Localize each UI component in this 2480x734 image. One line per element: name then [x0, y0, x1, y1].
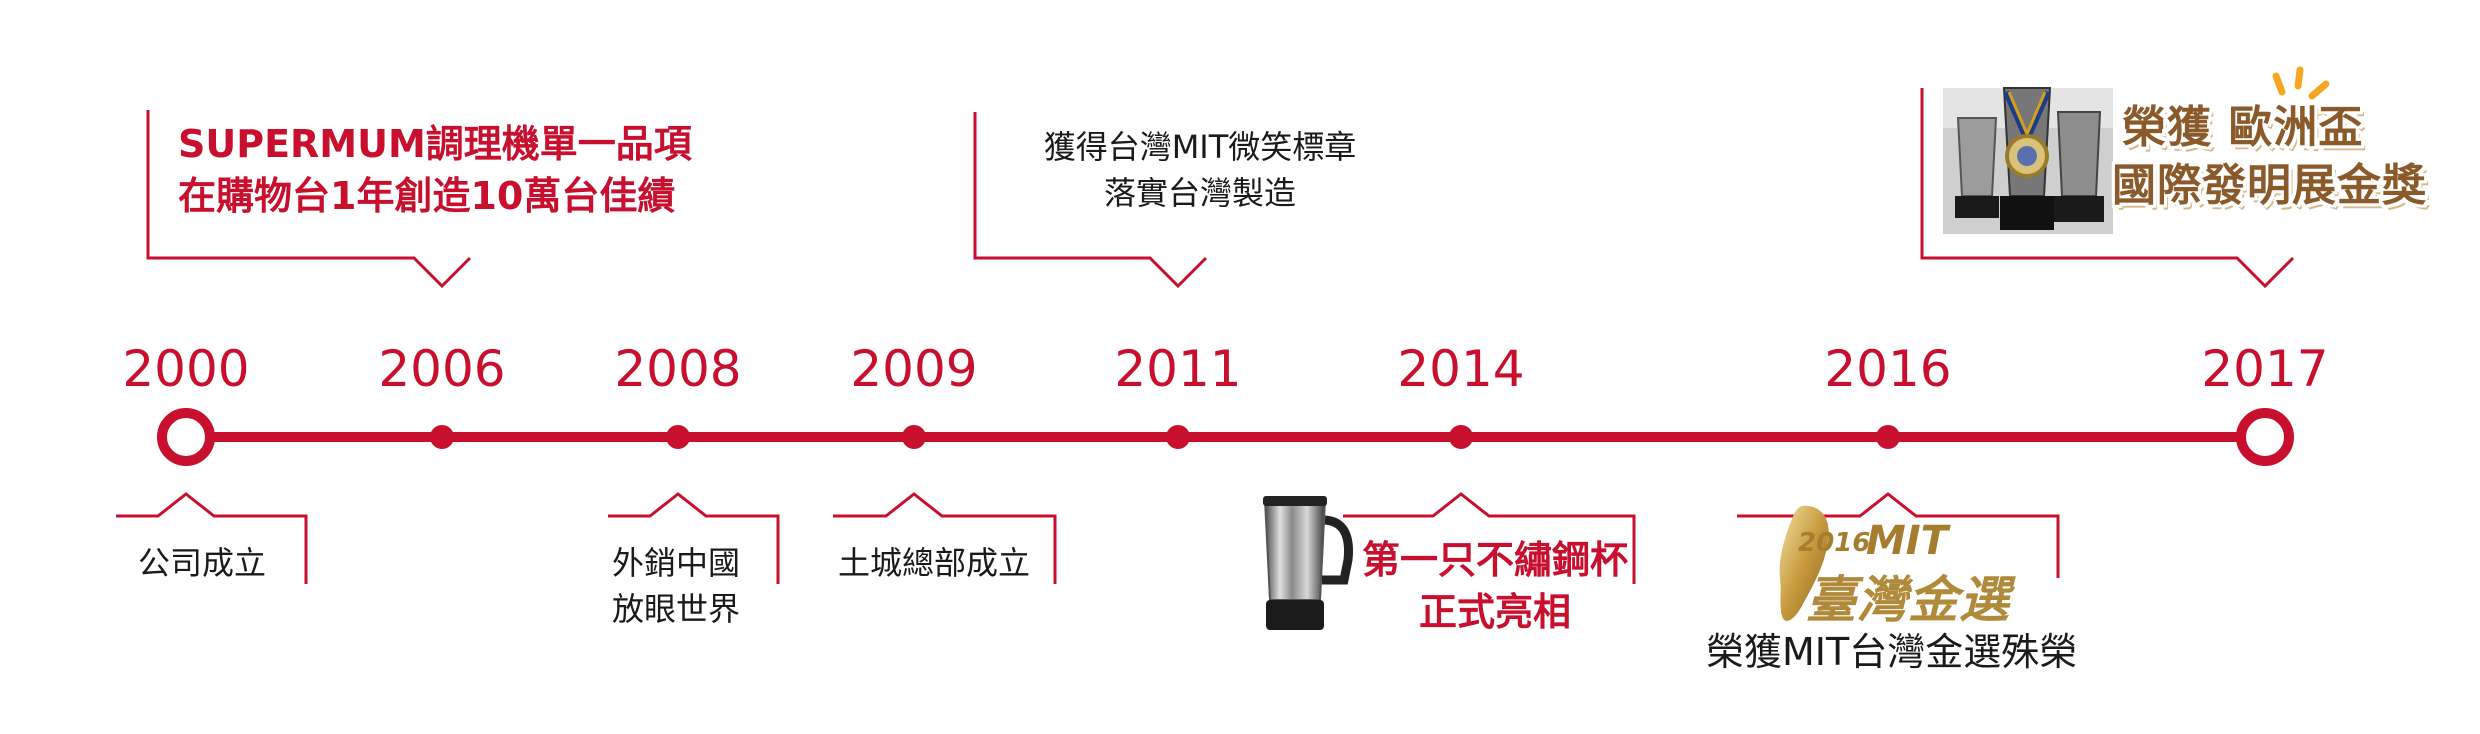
stainless-cup-icon — [1263, 496, 1354, 630]
milestone-2000: 公司成立 — [138, 544, 267, 582]
year-label: 2000 — [122, 340, 250, 398]
timeline-dot-2011 — [1166, 425, 1190, 449]
milestone-2014-line2: 正式亮相 — [1418, 590, 1571, 634]
callout-2009 — [833, 492, 1057, 584]
spark-icon — [2272, 66, 2342, 116]
award-trophy-photo — [1943, 87, 2113, 234]
milestone-2011: 獲得台灣MIT微笑標章 落實台灣製造 — [1010, 124, 1390, 216]
callout-2017 — [1920, 88, 2295, 289]
milestone-2017-line1: 榮獲 歐洲盃 — [2122, 102, 2364, 153]
milestone-2009: 土城總部成立 — [838, 544, 1031, 582]
callout-2016 — [1737, 492, 2060, 578]
year-label: 2008 — [614, 340, 742, 398]
milestone-2006-line1: SUPERMUM調理機單一品項 — [178, 122, 692, 166]
badge-mit: MIT — [1866, 518, 1948, 564]
year-label: 2011 — [1114, 340, 1242, 398]
callout-2008 — [608, 492, 780, 584]
year-label: 2006 — [378, 340, 506, 398]
milestone-2017-line2: 國際發明展金獎 — [2112, 160, 2427, 211]
milestone-2006: SUPERMUM調理機單一品項 在購物台1年創造10萬台佳績 — [178, 118, 692, 222]
year-label: 2009 — [850, 340, 978, 398]
year-label: 2017 — [2201, 340, 2329, 398]
milestone-2008-line1: 外銷中國 — [612, 544, 741, 582]
milestone-2014: 第一只不繡鋼杯 正式亮相 — [1340, 534, 1650, 638]
taiwan-map-icon — [1779, 505, 1829, 621]
timeline-start-marker — [157, 408, 215, 466]
year-label: 2016 — [1824, 340, 1952, 398]
timeline-dot-2008 — [666, 425, 690, 449]
milestone-2008-line2: 放眼世界 — [612, 590, 741, 628]
timeline-dot-2014 — [1449, 425, 1473, 449]
callout-2006 — [146, 110, 472, 289]
year-label: 2014 — [1397, 340, 1525, 398]
milestone-2006-line2: 在購物台1年創造10萬台佳績 — [178, 174, 676, 218]
callout-2000 — [116, 492, 308, 584]
milestone-2011-line2: 落實台灣製造 — [1103, 174, 1296, 212]
timeline-end-marker — [2236, 408, 2294, 466]
milestone-2016: 榮獲MIT台灣金選殊榮 — [1706, 630, 2078, 674]
timeline-dot-2006 — [430, 425, 454, 449]
milestone-2011-line1: 獲得台灣MIT微笑標章 — [1043, 128, 1357, 166]
timeline-dot-2009 — [902, 425, 926, 449]
callout-2014 — [1343, 492, 1636, 584]
milestone-2014-line1: 第一只不繡鋼杯 — [1361, 538, 1628, 582]
callout-2011 — [973, 112, 1208, 289]
badge-title: 臺灣金選 — [1806, 571, 2010, 629]
milestone-2008: 外銷中國 放眼世界 — [612, 540, 740, 632]
timeline-dot-2016 — [1876, 425, 1900, 449]
badge-year: 2016 — [1798, 528, 1871, 558]
